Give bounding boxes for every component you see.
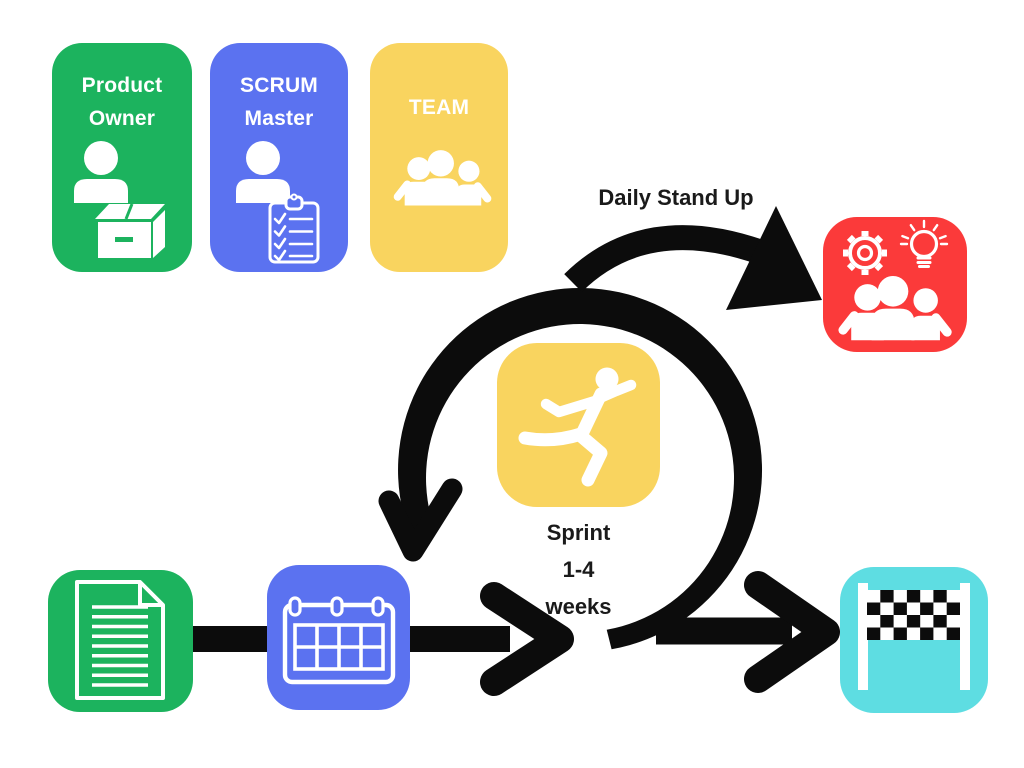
product-owner-title-line1: Product	[81, 74, 163, 97]
card-team: TEAM	[370, 43, 508, 272]
daily-standup-icons	[823, 219, 967, 352]
checkered-banner	[867, 590, 960, 640]
calendar-icon	[282, 596, 396, 685]
label-daily-stand-up: Daily Stand Up	[598, 185, 754, 210]
card-product-owner: Product Owner	[52, 43, 192, 272]
sprint-loop-arrowhead	[378, 478, 463, 562]
product-owner-title: Product Owner	[52, 43, 192, 135]
product-owner-title-line2: Owner	[88, 107, 156, 130]
clipboard-checklist-icon	[268, 193, 320, 264]
card-sprint	[497, 343, 660, 507]
scrum-master-title-line2: Master	[244, 107, 314, 130]
planning-to-sprint-arrowhead	[480, 582, 574, 696]
person-icon	[74, 141, 128, 203]
team-title: TEAM	[370, 43, 508, 124]
person-icon	[236, 141, 290, 203]
box-icon	[95, 203, 165, 258]
card-finish	[840, 567, 988, 713]
team-title-line1: TEAM	[408, 96, 470, 119]
daily-standup-arrowhead	[726, 206, 822, 310]
sprint-label-line3: weeks	[545, 594, 612, 619]
scrum-master-title-line1: SCRUM	[240, 74, 318, 97]
card-backlog-document	[48, 570, 193, 712]
gear-icon	[843, 231, 887, 275]
document-icon	[75, 580, 165, 700]
team-group-icon	[398, 150, 488, 205]
runner-icon	[518, 367, 637, 487]
finish-line-icon	[858, 583, 970, 690]
sprint-label-line2: 1-4	[562, 557, 595, 582]
card-daily-standup-meeting	[823, 217, 967, 352]
sprint-to-finish-arrowhead	[744, 571, 840, 693]
label-sprint-duration: Sprint 1-4 weeks	[497, 514, 660, 625]
daily-standup-arrow-tail	[564, 225, 765, 293]
scrum-master-title: SCRUM Master	[210, 43, 348, 135]
lightbulb-icon	[899, 219, 949, 268]
card-sprint-planning-calendar	[267, 565, 410, 710]
scrum-master-icons	[236, 141, 320, 264]
sprint-label-line1: Sprint	[546, 520, 611, 545]
product-owner-icons	[74, 141, 165, 258]
card-scrum-master: SCRUM Master	[210, 43, 348, 272]
team-group-icon	[843, 276, 947, 340]
